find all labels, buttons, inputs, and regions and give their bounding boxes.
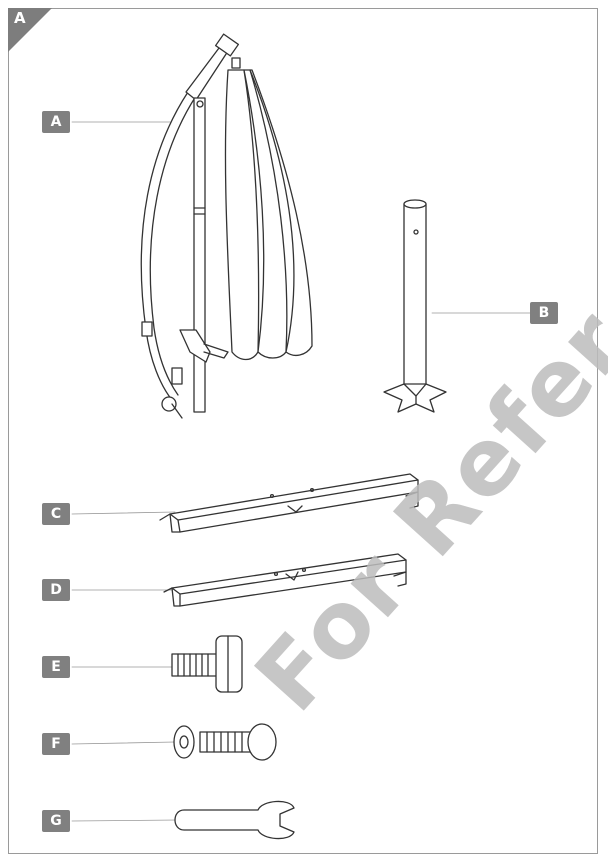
page-frame: [8, 8, 598, 854]
part-label-c: C: [42, 503, 70, 525]
part-label-e: E: [42, 656, 70, 678]
part-b-base-tube: [383, 199, 447, 413]
part-g-wrench: [174, 800, 295, 840]
leader-c: [71, 511, 176, 515]
leader-g: [71, 819, 179, 822]
corner-letter: A: [14, 9, 26, 27]
leader-f: [71, 741, 176, 745]
part-label-d: D: [42, 579, 70, 601]
part-c-cross-profile: [159, 473, 419, 533]
part-d-cross-profile: [163, 553, 407, 607]
part-label-f: F: [42, 733, 70, 755]
part-f-washer-bolt: [173, 723, 277, 761]
part-label-b: B: [530, 302, 558, 324]
part-a-umbrella: [140, 33, 313, 419]
corner-tab: [8, 8, 52, 52]
part-label-g: G: [42, 810, 70, 832]
part-label-a: A: [42, 111, 70, 133]
part-e-knob-screw: [171, 635, 243, 693]
